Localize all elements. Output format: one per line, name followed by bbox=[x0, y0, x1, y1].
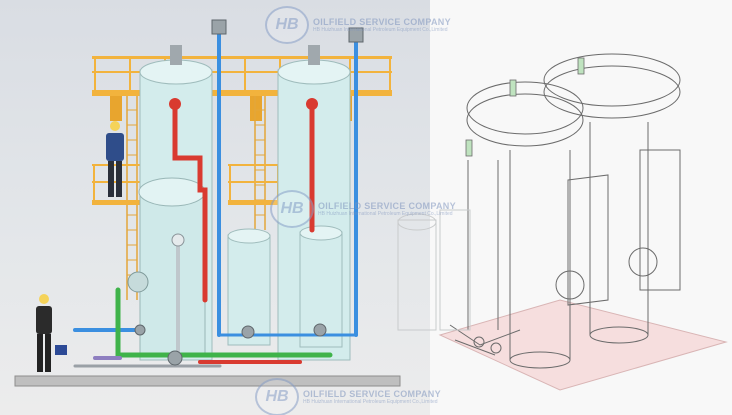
ladders bbox=[126, 96, 266, 300]
small-vessels bbox=[227, 225, 343, 348]
watermark-subtitle: HB Huizhuan International Petroleum Equi… bbox=[303, 399, 438, 405]
hb-logo-icon: HB bbox=[265, 6, 309, 44]
hb-logo-icon: HB bbox=[255, 378, 299, 415]
hb-logo-icon: HB bbox=[270, 190, 314, 228]
wireframe-towers bbox=[449, 53, 681, 369]
pipes bbox=[73, 28, 358, 368]
watermark-top: HB OILFIELD SERVICE COMPANY HB Huizhuan … bbox=[265, 6, 451, 44]
ghost-vessels bbox=[397, 209, 471, 331]
watermark-bottom: HB OILFIELD SERVICE COMPANY HB Huizhuan … bbox=[255, 378, 441, 415]
front-vessel bbox=[127, 177, 206, 356]
ground-slab bbox=[14, 375, 401, 387]
watermark-middle: HB OILFIELD SERVICE COMPANY HB Huizhuan … bbox=[270, 190, 456, 228]
skid-base bbox=[438, 299, 728, 391]
watermark-company: OILFIELD SERVICE COMPANY bbox=[303, 389, 441, 399]
valves bbox=[134, 19, 364, 366]
watermark-subtitle: HB Huizhuan International Petroleum Equi… bbox=[318, 211, 453, 217]
watermark-subtitle: HB Huizhuan International Petroleum Equi… bbox=[313, 27, 448, 33]
left-background bbox=[0, 0, 430, 415]
watermark-company: OILFIELD SERVICE COMPANY bbox=[318, 201, 456, 211]
worker-figure-icon bbox=[36, 121, 124, 372]
wireframe-fittings bbox=[465, 57, 585, 157]
watermark-company: OILFIELD SERVICE COMPANY bbox=[313, 17, 451, 27]
